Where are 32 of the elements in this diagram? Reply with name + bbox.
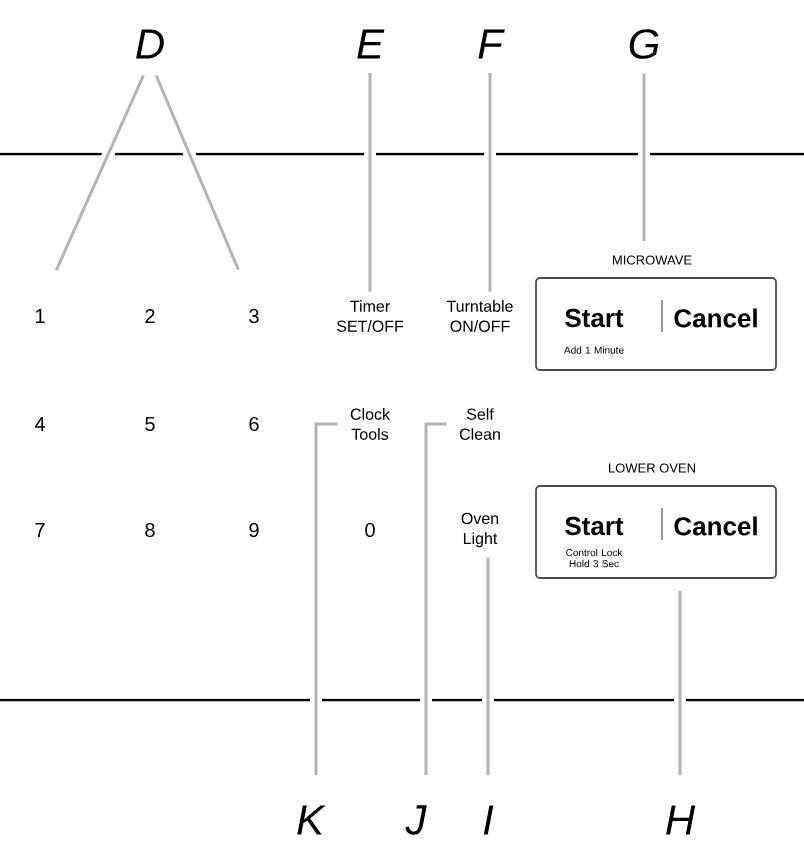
key-label: 3: [249, 308, 259, 324]
leader-line: [310, 418, 338, 776]
key-label: Turntable ON/OFF: [446, 300, 513, 332]
key-label: 8: [145, 522, 155, 538]
callout-letter: F: [478, 29, 505, 59]
callout-letter: E: [357, 29, 385, 59]
key-label: 4: [34, 417, 45, 431]
callout-letter: J: [405, 805, 427, 835]
callout-letter: I: [483, 805, 494, 835]
key-label: 5: [145, 417, 155, 431]
key-label: 0: [365, 522, 375, 538]
leader-line: [638, 73, 650, 242]
leader-line: [50, 73, 149, 273]
key-label: 6: [249, 416, 259, 432]
key-label: 2: [145, 309, 155, 323]
leader-line: [674, 590, 686, 776]
key-label: Oven Light: [461, 512, 499, 548]
callout-letter: G: [629, 29, 659, 59]
key-label: Clock Tools: [350, 408, 391, 440]
callout-letter: D: [136, 29, 164, 59]
key-label: Self Clean: [459, 408, 500, 440]
key-label: 7: [35, 523, 45, 537]
leader-line: [484, 72, 496, 292]
key-label: 1: [36, 309, 45, 323]
leader-line: [482, 557, 494, 776]
callout-letter: H: [666, 805, 696, 835]
callout-letter: K: [297, 805, 326, 835]
leader-line: [150, 73, 244, 272]
leader-line: [364, 72, 376, 292]
leader-line: [420, 418, 447, 775]
key-label: 9: [249, 522, 259, 538]
key-label: Timer SET/OFF: [336, 300, 404, 332]
